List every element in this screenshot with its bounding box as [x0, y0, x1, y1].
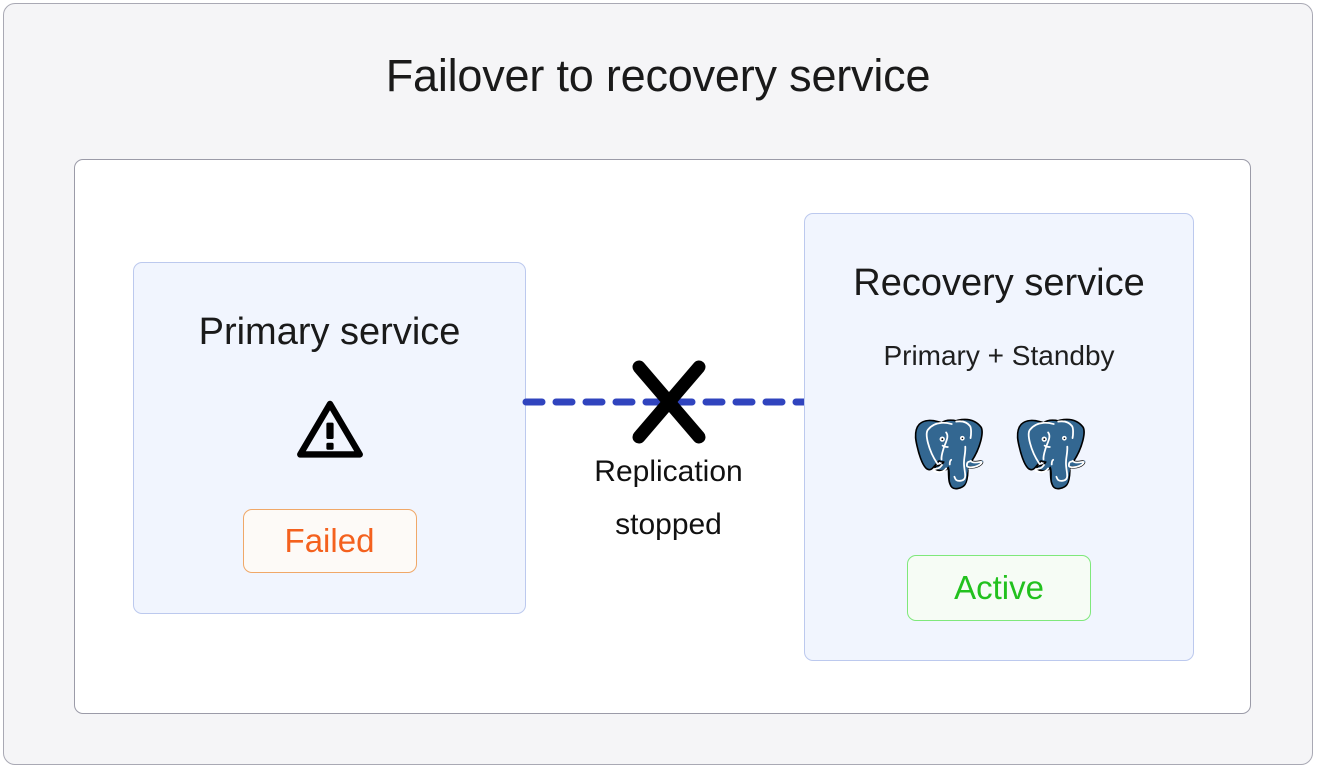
- page-title: Failover to recovery service: [385, 50, 931, 101]
- replication-status-label: Replication stopped: [526, 445, 811, 551]
- recovery-service-node[interactable]: Recovery service Primary + Standby: [804, 213, 1194, 661]
- postgresql-elephant-icon: [1016, 418, 1086, 490]
- active-label: Active: [954, 569, 1044, 606]
- recovery-service-subtitle: Primary + Standby: [883, 340, 1115, 371]
- diagram-page: Failover to recovery service Primary ser…: [3, 3, 1313, 765]
- cross-mark-icon: [632, 360, 706, 444]
- failed-label: Failed: [284, 522, 375, 559]
- replication-link-graphic: [522, 360, 815, 444]
- postgres-instance-row: [805, 414, 1193, 492]
- warning-triangle-icon: [296, 400, 363, 458]
- replication-label-line2: stopped: [615, 508, 722, 541]
- diagram-canvas: Primary service Failed Replication: [74, 159, 1251, 714]
- replication-link-group: Replication stopped: [522, 355, 815, 541]
- primary-service-title: Primary service: [198, 311, 461, 353]
- status-badge-failed[interactable]: Failed: [242, 509, 417, 573]
- recovery-service-title: Recovery service: [853, 262, 1145, 304]
- primary-service-node[interactable]: Primary service Failed: [133, 262, 526, 614]
- replication-label-line1: Replication: [594, 455, 743, 488]
- status-badge-active[interactable]: Active: [907, 555, 1091, 621]
- postgresql-elephant-icon: [914, 418, 984, 490]
